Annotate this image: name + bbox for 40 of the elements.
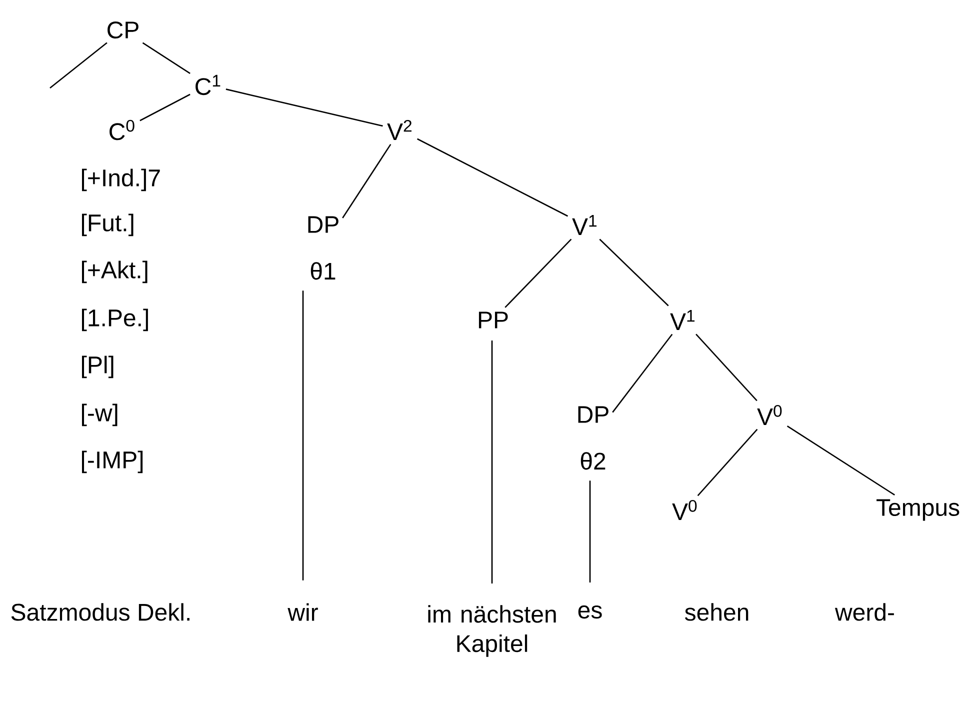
tree-label: PP [478, 312, 508, 328]
feature-label: [-w] [82, 404, 118, 426]
tree-branch [589, 480, 591, 582]
tree-label: wir [288, 603, 318, 621]
tree-label: DP θ1 [308, 216, 338, 280]
tree-branch [786, 426, 895, 496]
tree-branch [342, 144, 392, 218]
tree-label: V$^{1}$ [670, 310, 695, 330]
tree-label: CP [108, 21, 138, 38]
tree-branch [697, 428, 758, 496]
tree-label: im nächsten Kapitel [428, 605, 556, 657]
tree-branch [599, 238, 669, 306]
feature-label: [-IMP] [82, 450, 143, 474]
tree-branch [416, 138, 568, 217]
tree-branch [504, 238, 572, 308]
tree-label: V$^{2}$ [387, 120, 412, 140]
feature-label: [Fut.] [82, 214, 134, 236]
tree-label: C$^{0}$ [110, 120, 134, 140]
tree-label: V$^{0}$ [672, 500, 697, 520]
tree-branch [612, 334, 673, 413]
tree-branch [302, 290, 304, 580]
tree-label: V$^{1}$ [572, 215, 597, 235]
feature-label: [+Ind.]7 [82, 168, 160, 192]
word-label: sehen [684, 603, 748, 621]
tree-branch [140, 94, 190, 122]
tree-label: Tempus [876, 499, 960, 521]
tree-branch [226, 88, 383, 127]
tree-branch [50, 42, 108, 89]
feature-label: [+Akt.] [82, 260, 148, 284]
tree-label: V$^{0}$ [757, 404, 782, 426]
tree-branch [142, 42, 190, 74]
tree-branch [491, 340, 493, 584]
feature-label: [1.Pe.] [82, 308, 148, 332]
word-label: werd- [834, 603, 894, 621]
feature-label: [Pl] [82, 356, 114, 378]
tree-branch [696, 334, 758, 402]
tree-label: DP θ2 [578, 406, 608, 470]
word-label: Satzmodus Dekl. [11, 603, 190, 621]
tree-label: C$^{1}$ [196, 74, 220, 96]
tree-label: es [578, 605, 602, 619]
